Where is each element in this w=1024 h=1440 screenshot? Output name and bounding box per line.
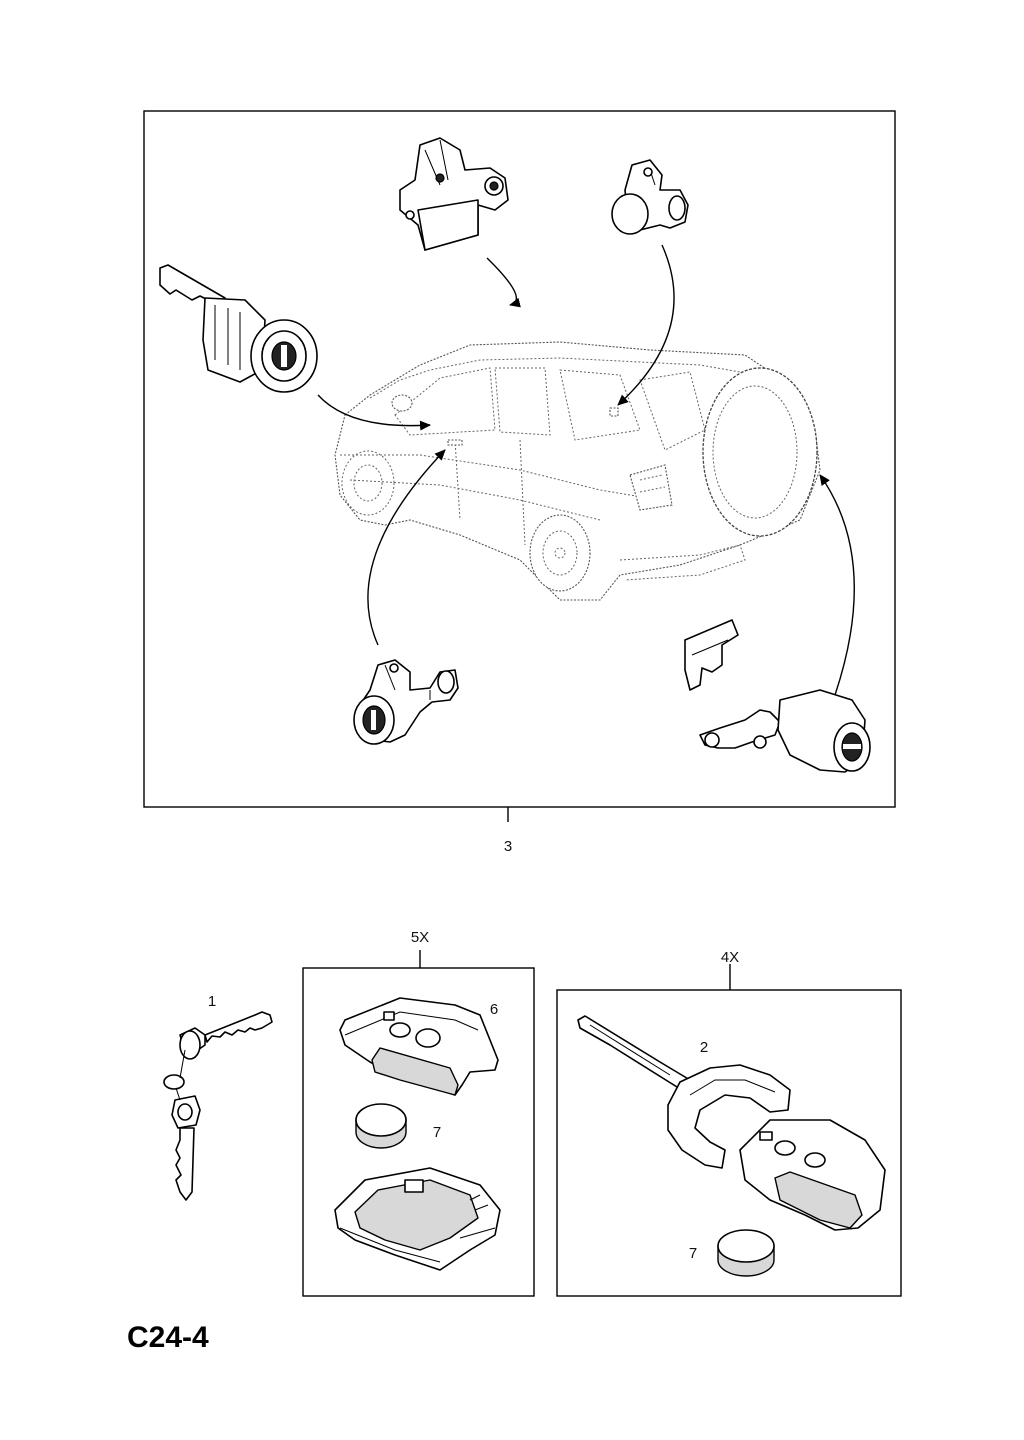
lock-set-frame (143, 110, 896, 822)
callout-1: 1 (208, 993, 216, 1010)
door-lock-cylinder-icon (353, 659, 459, 745)
remote-key-frame (556, 989, 902, 1297)
callout-2: 2 (700, 1039, 708, 1056)
coin-battery-icon (717, 1229, 775, 1277)
coin-battery-icon (355, 1103, 407, 1149)
transmitter-case-icon (339, 997, 499, 1096)
key-pair-icon (163, 1011, 273, 1201)
callout-7-right: 7 (689, 1245, 697, 1262)
ignition-lock-cylinder-icon (159, 264, 318, 393)
callout-5x: 5X (411, 929, 429, 946)
callout-4x: 4X (721, 949, 739, 966)
page-code: C24-4 (127, 1321, 209, 1354)
callout-7-left: 7 (433, 1124, 441, 1141)
callout-3: 3 (504, 838, 512, 855)
glass-hatch-lock-icon (611, 159, 689, 235)
suv-vehicle-icon (334, 341, 821, 601)
remote-key-icon (577, 1015, 886, 1231)
tailgate-latch-icon (399, 137, 509, 251)
transmitter-base-icon (334, 1167, 501, 1271)
transmitter-case-frame (302, 967, 535, 1297)
callout-6: 6 (490, 1001, 498, 1018)
spare-wheel-lock-icon (684, 619, 871, 773)
